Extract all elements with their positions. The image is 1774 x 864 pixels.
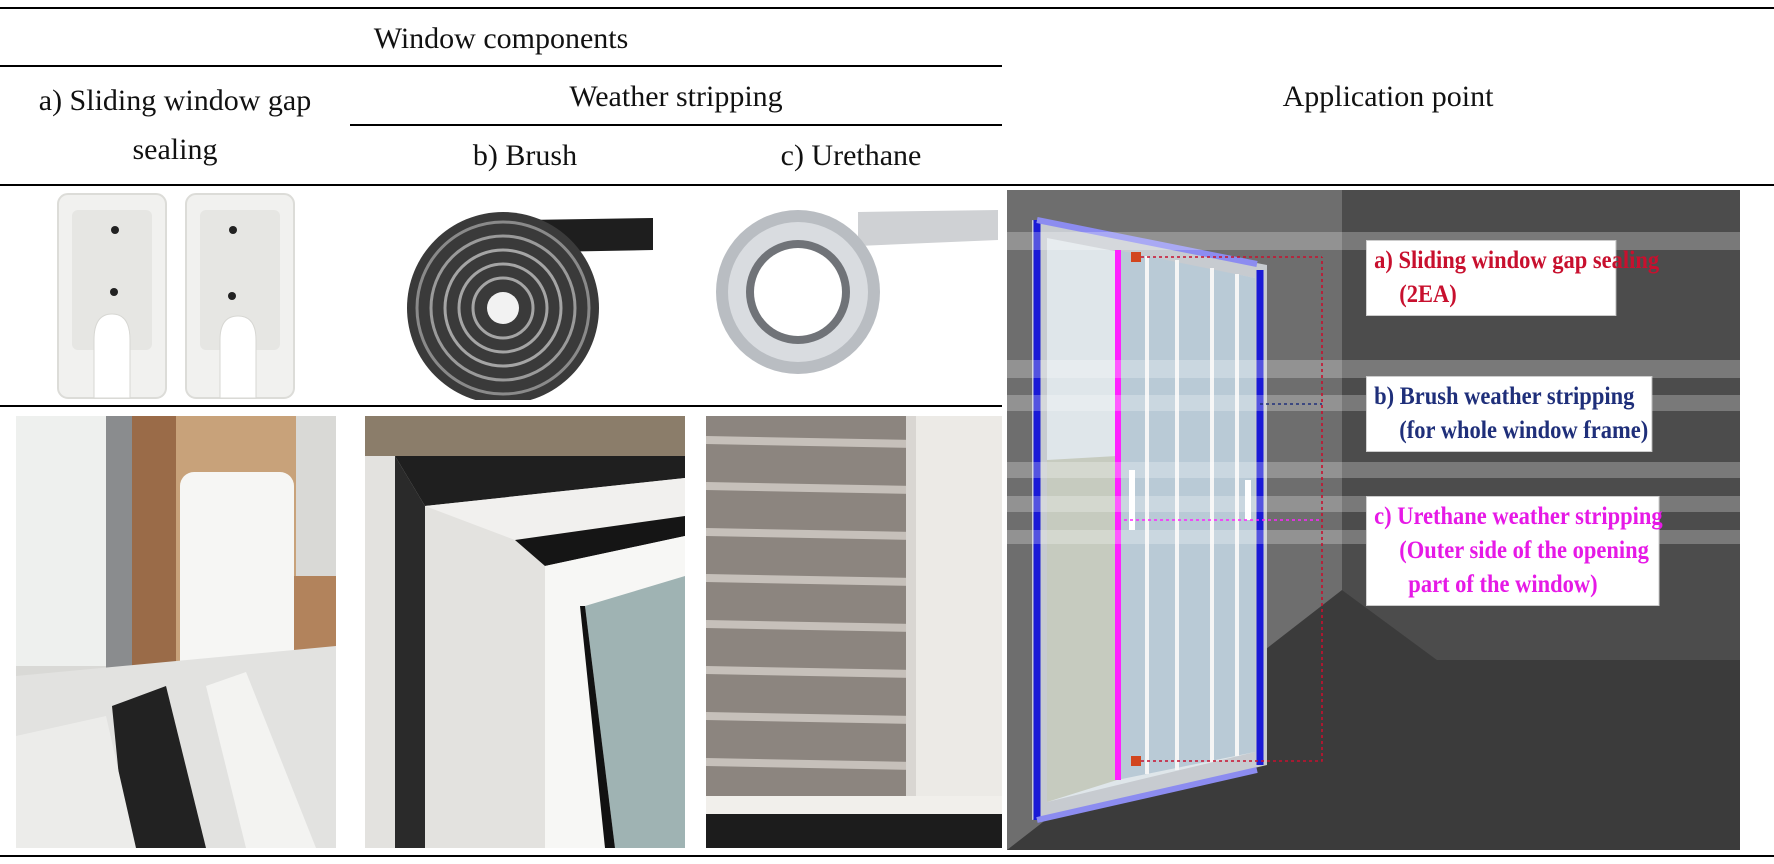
header-bottom-rule [0, 184, 1774, 186]
label-gap-sealing: a) Sliding window gap sealing (2EA) [1366, 240, 1660, 316]
header-application-point: Application point [1282, 80, 1494, 113]
window-3d-render [1007, 190, 1740, 850]
label-urethane: c) Urethane weather stripping (Outer sid… [1366, 496, 1663, 606]
label-c-line2: (Outer side of the opening [1399, 537, 1649, 564]
header-col-b: b) Brush [472, 139, 578, 172]
label-b-line2: (for whole window frame) [1399, 417, 1649, 444]
table-top-rule [0, 7, 1774, 9]
brush-roll-image [395, 190, 655, 400]
urethane-roll-image [708, 200, 998, 380]
brush-installed-photo [365, 416, 685, 848]
label-b-line1: b) Brush weather stripping [1374, 383, 1635, 410]
label-c-line3: part of the window) [1408, 571, 1598, 598]
urethane-installed-photo [706, 416, 1002, 848]
weather-stripping-rule [350, 124, 1002, 126]
label-c-line1: c) Urethane weather stripping [1374, 503, 1663, 530]
table-bottom-rule [0, 855, 1774, 857]
header-window-components: Window components [373, 22, 629, 55]
header-weather-stripping: Weather stripping [569, 80, 783, 113]
gap-sealing-pads-image [50, 190, 310, 402]
label-a-line2: (2EA) [1399, 281, 1457, 308]
header-col-a-line2: sealing [132, 133, 218, 166]
row-divider-rule [0, 405, 1002, 407]
label-a-line1: a) Sliding window gap sealing [1374, 247, 1660, 274]
gap-sealing-installed-photo [16, 416, 336, 848]
header-col-a-line1: a) Sliding window gap [38, 84, 312, 117]
label-brush: b) Brush weather stripping (for whole wi… [1366, 376, 1653, 452]
components-rule [0, 65, 1002, 67]
header-col-c: c) Urethane [780, 139, 922, 172]
